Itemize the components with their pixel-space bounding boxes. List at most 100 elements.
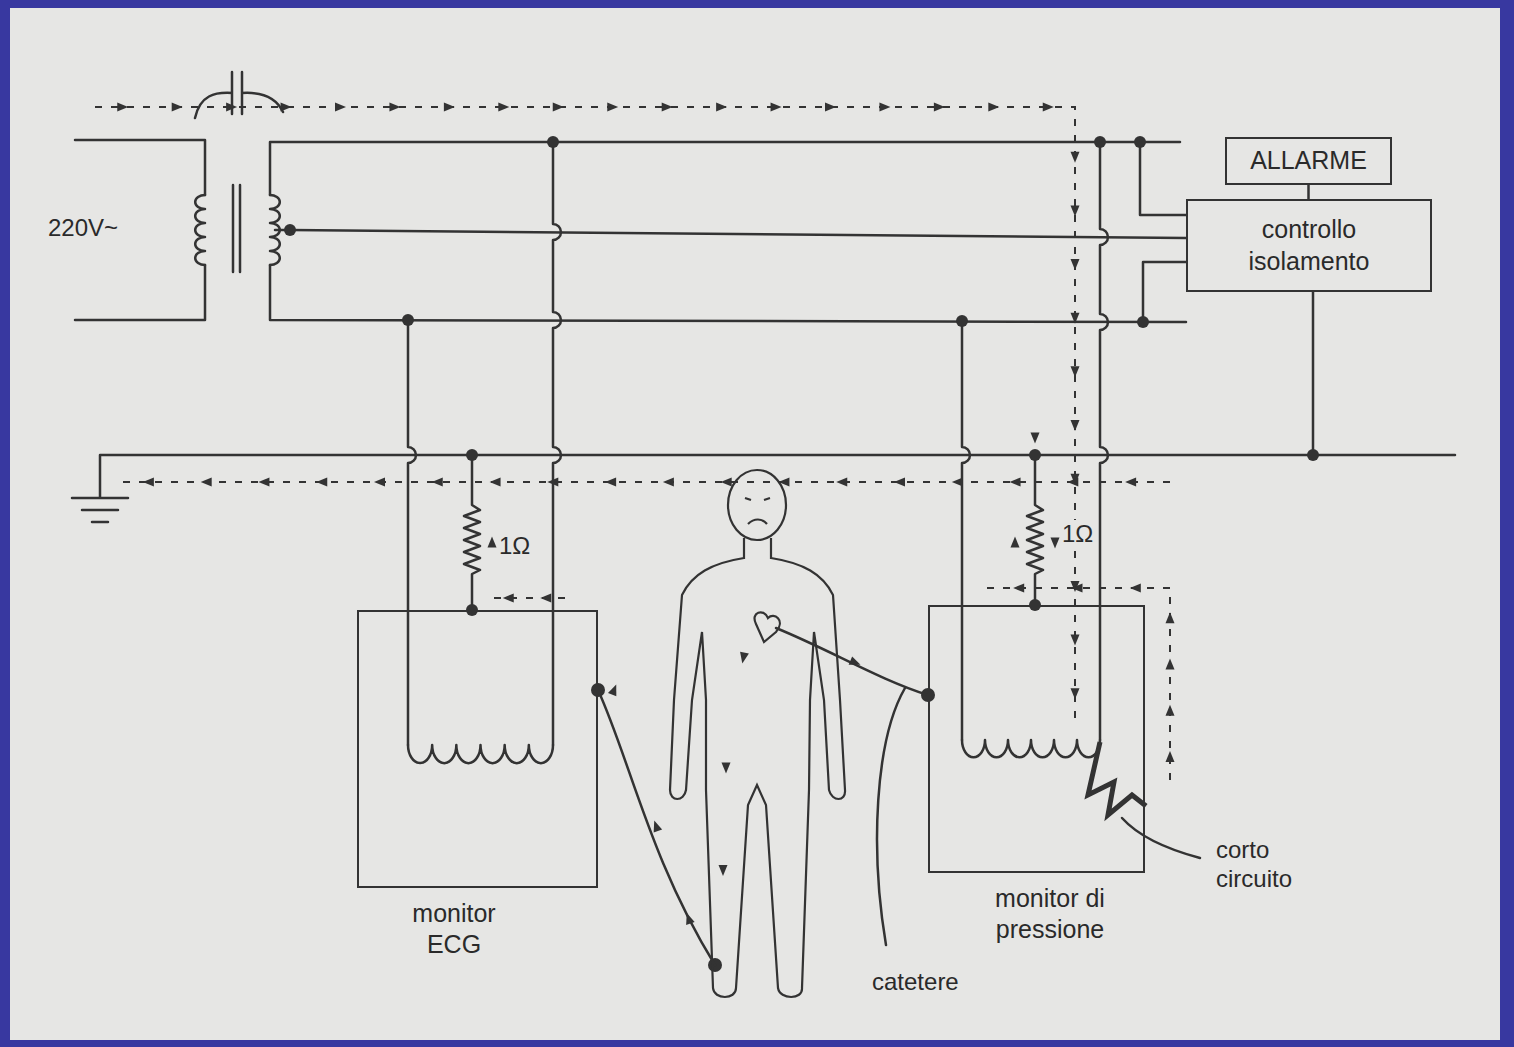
current-arrow <box>281 103 292 112</box>
current-arrow <box>1071 635 1080 646</box>
monitor-box: monitor di pressione <box>928 605 1145 873</box>
current-arrow <box>1166 658 1175 669</box>
current-arrow <box>721 478 732 487</box>
current-arrow <box>490 478 501 487</box>
current-arrow <box>683 912 695 925</box>
current-arrow <box>1125 478 1136 487</box>
catheter <box>776 628 928 695</box>
patient-figure <box>670 470 845 997</box>
leader-line <box>877 688 905 945</box>
current-arrow <box>836 478 847 487</box>
alarm-box: controllo isolamento <box>1186 199 1432 292</box>
current-arrow <box>172 103 183 112</box>
secondary-wire <box>270 142 1186 322</box>
current-arrow <box>503 594 514 603</box>
voltage-label: 220V~ <box>46 214 120 243</box>
current-arrow <box>934 103 945 112</box>
current-arrow <box>1071 420 1080 431</box>
current-arrow <box>1067 478 1078 487</box>
monitor-feed-wire <box>1140 142 1313 455</box>
current-arrow <box>1013 584 1024 593</box>
resistor-symbol <box>1027 455 1043 605</box>
box-label: controllo isolamento <box>1229 214 1389 277</box>
current-arrow <box>605 478 616 487</box>
current-arrow <box>879 103 890 112</box>
current-arrow <box>1071 205 1080 216</box>
alarm-box: ALLARME <box>1225 137 1392 185</box>
current-arrow <box>143 478 154 487</box>
current-arrow <box>1071 688 1080 699</box>
current-arrow <box>771 103 782 112</box>
current-arrow <box>1051 538 1060 549</box>
current-arrow <box>201 478 212 487</box>
device-label: monitor ECG <box>389 898 519 961</box>
current-arrow <box>1071 152 1080 163</box>
current-arrow <box>738 652 749 665</box>
current-arrow <box>1130 584 1141 593</box>
transformer-core <box>233 185 240 272</box>
current-arrow <box>1166 705 1175 716</box>
current-arrow <box>488 537 497 548</box>
current-arrow <box>1072 584 1083 593</box>
transformer-winding <box>195 195 205 265</box>
coils-and-arrows <box>117 103 1174 925</box>
current-arrow <box>607 103 618 112</box>
current-arrow <box>663 478 674 487</box>
current-arrow <box>849 656 863 669</box>
transformer-winding <box>270 195 280 265</box>
current-arrow <box>335 103 346 112</box>
current-arrow <box>952 478 963 487</box>
current-arrow <box>719 865 728 876</box>
current-arrow <box>432 478 443 487</box>
monitor-box: monitor ECG <box>357 610 598 888</box>
ecg-lead <box>598 690 715 965</box>
callout-label: corto circuito <box>1214 836 1343 894</box>
coil-winding <box>962 740 1100 757</box>
ecg-supply-wire <box>408 142 561 745</box>
current-arrow <box>1043 103 1054 112</box>
current-arrow <box>825 103 836 112</box>
current-arrow <box>1010 478 1021 487</box>
current-arrow <box>1166 751 1175 762</box>
current-arrow <box>1071 313 1080 324</box>
capacitor-symbol <box>195 72 283 118</box>
coil-winding <box>408 745 553 763</box>
current-arrow <box>1031 433 1040 444</box>
current-arrow <box>547 478 558 487</box>
device-label: monitor di pressione <box>950 883 1150 946</box>
box-label: ALLARME <box>1250 145 1367 176</box>
current-arrow <box>650 819 662 832</box>
current-arrow <box>1071 366 1080 377</box>
current-arrow <box>389 103 400 112</box>
current-arrow <box>117 103 128 112</box>
current-arrow <box>316 478 327 487</box>
current-arrow <box>374 478 385 487</box>
current-arrow <box>1071 259 1080 270</box>
current-arrow <box>540 594 551 603</box>
current-arrow <box>662 103 673 112</box>
current-arrow <box>988 103 999 112</box>
resistor-symbol <box>464 455 480 610</box>
connector <box>1307 185 1310 199</box>
current-arrow <box>553 103 564 112</box>
ground-rail <box>72 455 1455 522</box>
leader-line <box>1122 818 1200 858</box>
current-arrow <box>1166 612 1175 623</box>
current-arrow <box>444 103 455 112</box>
current-arrow <box>226 103 237 112</box>
current-arrow <box>778 478 789 487</box>
resistor-value: 1Ω <box>1060 520 1095 549</box>
current-arrow <box>1011 537 1020 548</box>
resistor-value: 1Ω <box>497 532 532 561</box>
leakage-current-path <box>95 107 1170 780</box>
current-arrow <box>894 478 905 487</box>
current-arrow <box>716 103 727 112</box>
current-arrow <box>258 478 269 487</box>
pressure-supply-wire <box>962 142 1108 740</box>
callout-label: catetere <box>870 968 961 997</box>
current-arrow <box>722 763 731 774</box>
current-arrow <box>498 103 509 112</box>
current-arrow <box>608 683 620 697</box>
